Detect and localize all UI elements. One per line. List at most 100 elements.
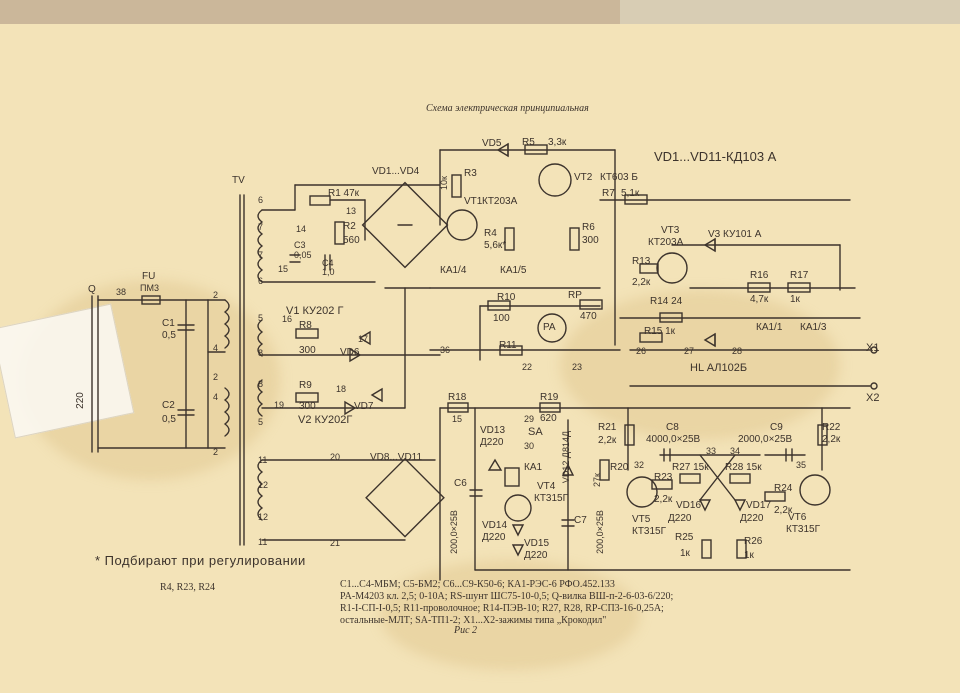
label-r20: R20 bbox=[610, 462, 629, 473]
spec-line: R1-I-СП-I-0,5; R11-проволочное; R14-ПЭВ-… bbox=[340, 603, 664, 614]
label-vt3: VT3 bbox=[661, 225, 680, 236]
resistor-r19 bbox=[539, 402, 561, 413]
label-ka1-4: КА1/4 bbox=[440, 265, 467, 276]
label-fuse-type: ПМ3 bbox=[140, 283, 159, 293]
node-label: 11 bbox=[258, 455, 268, 465]
diode-vd17 bbox=[733, 499, 747, 512]
node-label: 8 bbox=[258, 348, 264, 358]
relay-ka1 bbox=[504, 467, 520, 487]
transistor-vt4 bbox=[504, 494, 532, 522]
label-r7: R7 bbox=[602, 188, 615, 199]
label-c1: C1 bbox=[162, 318, 175, 329]
label-fuse: FU bbox=[142, 271, 156, 282]
transistor-vt3 bbox=[656, 252, 688, 284]
label-r17-value: 1к bbox=[790, 294, 800, 305]
node-label: 5 bbox=[258, 417, 264, 427]
node-label: 11 bbox=[258, 537, 268, 547]
label-ka1: КА1 bbox=[524, 462, 543, 473]
label-vd17-type: Д220 bbox=[740, 513, 764, 524]
label-r24: R24 bbox=[774, 483, 793, 494]
label-vd1-vd4: VD1...VD4 bbox=[372, 166, 420, 177]
label-c9-value: 2000,0×25В bbox=[738, 434, 793, 445]
resistor-r2 bbox=[334, 221, 345, 245]
label-v1: V1 КУ202 Г bbox=[286, 305, 344, 317]
resistor-r6 bbox=[569, 227, 580, 251]
node-label: 2 bbox=[213, 447, 219, 457]
resistor-r27 bbox=[679, 473, 701, 484]
label-r22-value: 2,2к bbox=[822, 434, 841, 445]
ammeter-pa bbox=[537, 313, 567, 343]
label-vd15-type: Д220 bbox=[524, 550, 548, 561]
diode-type-note: VD1...VD11-КД103 А bbox=[654, 149, 777, 164]
label-c6: C6 bbox=[454, 478, 467, 489]
label-vt3-type: КТ203А bbox=[648, 237, 684, 248]
node-label: 35 bbox=[796, 460, 807, 470]
node-label: 15 bbox=[278, 264, 289, 274]
node-label: 21 bbox=[330, 538, 341, 548]
label-r20-value: 27к bbox=[591, 473, 602, 487]
resistor-r3 bbox=[451, 174, 462, 198]
resistor-r13 bbox=[639, 263, 659, 274]
label-vd13-type: Д220 bbox=[480, 437, 504, 448]
label-c4-value: 1,0 bbox=[322, 267, 335, 277]
label-r11: R11 bbox=[499, 340, 517, 351]
label-x2: X2 bbox=[866, 392, 880, 404]
label-vt4-type: КТ315Г bbox=[534, 493, 569, 504]
figure-label: Рис 2 bbox=[454, 625, 478, 636]
label-rp: RP bbox=[568, 290, 582, 301]
node-label: 7 bbox=[258, 250, 264, 260]
label-c1-value: 0,5 bbox=[162, 330, 176, 341]
label-r28: R28 15к bbox=[725, 462, 762, 473]
node-label: 4 bbox=[213, 343, 219, 353]
label-ka1-1: КА1/1 bbox=[756, 322, 783, 333]
label-vd17: VD17 bbox=[746, 500, 772, 511]
secondary-winding-2 bbox=[257, 319, 264, 357]
label-r6: R6 bbox=[582, 222, 595, 233]
paper-stain bbox=[560, 290, 840, 440]
label-vd7: VD7 bbox=[354, 401, 374, 412]
label-r3-value: 10к bbox=[438, 176, 449, 190]
node-label: 16 bbox=[282, 314, 293, 324]
label-r25: R25 bbox=[675, 532, 694, 543]
label-rp-value: 470 bbox=[580, 311, 597, 322]
label-vt6-type: КТ315Г bbox=[786, 524, 821, 535]
label-ka1-5: КА1/5 bbox=[500, 265, 527, 276]
label-r13: R13 bbox=[632, 256, 651, 267]
label-r5: R5 bbox=[522, 137, 535, 148]
node-label: 32 bbox=[634, 460, 645, 470]
node-label: 2 bbox=[213, 290, 219, 300]
node-label: 8 bbox=[258, 379, 264, 389]
resistor-r23 bbox=[651, 479, 673, 490]
resistor-r26 bbox=[736, 539, 747, 559]
label-r10: R10 bbox=[497, 292, 516, 303]
node-label: 6 bbox=[258, 195, 264, 205]
node-label: 29 bbox=[524, 414, 535, 424]
terminal-x1 bbox=[870, 346, 878, 354]
label-vt5: VT5 bbox=[632, 514, 651, 525]
thyristor-v1 bbox=[358, 330, 371, 346]
label-r4: R4 bbox=[484, 228, 497, 239]
label-c9: C9 bbox=[770, 422, 783, 433]
label-vt4: VT4 bbox=[537, 481, 556, 492]
label-vd12: VD12 Д814Д bbox=[561, 430, 572, 484]
resistor-r8 bbox=[295, 328, 319, 339]
diode-vd13 bbox=[487, 458, 503, 471]
diode-vd15 bbox=[511, 544, 525, 557]
label-r14: R14 24 bbox=[650, 296, 683, 307]
label-r8: R8 bbox=[299, 320, 312, 331]
node-label: 23 bbox=[572, 362, 583, 372]
label-r22: R22 bbox=[822, 422, 841, 433]
node-label: 20 bbox=[330, 452, 341, 462]
label-r1: R1 47к bbox=[328, 188, 360, 199]
node-label: 4 bbox=[213, 392, 219, 402]
label-r25-value: 1к bbox=[680, 548, 690, 559]
resistor-rp bbox=[579, 299, 603, 310]
diode-vd16 bbox=[698, 499, 712, 512]
terminal-x2 bbox=[870, 382, 878, 390]
label-c8-value: 4000,0×25В bbox=[646, 434, 701, 445]
label-vt6: VT6 bbox=[788, 512, 807, 523]
label-vd5: VD5 bbox=[482, 138, 502, 149]
label-r16: R16 bbox=[750, 270, 769, 281]
label-vd14-type: Д220 bbox=[482, 532, 506, 543]
node-label: 28 bbox=[732, 346, 743, 356]
